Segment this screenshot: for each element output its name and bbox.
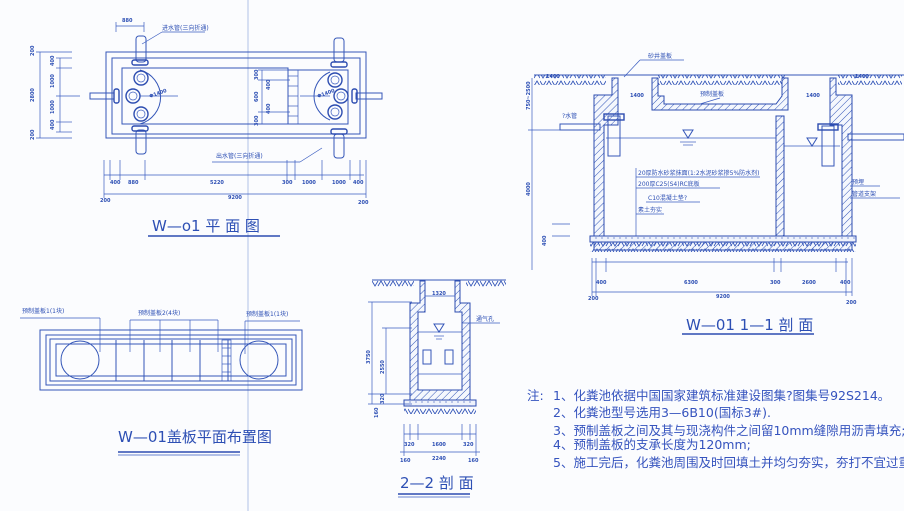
cover-plan: 预制盖板1(1块) 预制盖板2(4块) 预制盖板1(1块) W—01盖板平面布置… bbox=[20, 307, 303, 456]
s11-dim-0: 400 bbox=[596, 280, 607, 286]
plan-dim-bottom-5: 1000 bbox=[332, 180, 346, 186]
outlet-pipe-label: 出水管(三向折通) bbox=[216, 152, 263, 160]
dim-1400-right-top: 1400 bbox=[855, 74, 869, 80]
well-cover-label: 砂井盖板 bbox=[648, 52, 672, 60]
inlet-label-11: ?水管 bbox=[562, 112, 577, 120]
dim-1400-right: 1400 bbox=[806, 93, 820, 99]
plan-dim-bottom-0: 400 bbox=[110, 180, 121, 186]
layer-note-2: 200厚C25(S4)RC底板 bbox=[638, 180, 700, 188]
s11-dim-4: 400 bbox=[840, 280, 851, 286]
section-1-1: 砂井盖板 预制盖板 ?水管 1400 1400 1400 1400 20厚防水砂… bbox=[526, 52, 904, 335]
s22-total-2: 160 bbox=[468, 458, 479, 464]
s11-total-0: 200 bbox=[588, 296, 599, 302]
plan-dim-mid-4: 300 bbox=[254, 115, 260, 126]
plan-dim-total-0: 200 bbox=[100, 198, 111, 204]
pipe-support-label: 管道支架 bbox=[852, 190, 876, 198]
s11-dim-1: 6300 bbox=[684, 280, 698, 286]
notes-prefix: 注: bbox=[527, 388, 544, 403]
plan-dim-mid-2: 600 bbox=[254, 91, 260, 102]
s11-dim-3: 2600 bbox=[802, 280, 816, 286]
note-4: 4、预制盖板的支承长度为120mm; bbox=[553, 437, 751, 452]
plan-view: Φ1400 Φ1400 880 进水管(三向折通) bbox=[30, 18, 383, 237]
plan-dim-total-1: 9200 bbox=[228, 195, 242, 201]
note-5: 5、施工完后，化粪池周围及时回填土并均匀夯实，夯打不宜过重。 bbox=[553, 455, 904, 470]
s11-total-2: 200 bbox=[846, 300, 857, 306]
s22-dim-bottom-2: 320 bbox=[463, 442, 474, 448]
plan-dim-mid-1: 400 bbox=[266, 79, 272, 90]
plan-dim-total-2: 200 bbox=[358, 200, 369, 206]
circle-label-right: Φ1400 bbox=[317, 88, 337, 100]
plan-dim-left-6: 200 bbox=[30, 129, 36, 140]
cover-label-1: 预制盖板1(1块) bbox=[22, 307, 64, 315]
s22-dim-bottom-0: 320 bbox=[404, 442, 415, 448]
plan-dim-left-5: 400 bbox=[50, 119, 56, 130]
plan-dim-bottom-2: 5220 bbox=[210, 180, 224, 186]
dim-1400-left-top: 1400 bbox=[546, 74, 560, 80]
plan-dim-bottom-6: 400 bbox=[353, 180, 364, 186]
depth-dim: 750~2500 bbox=[526, 81, 532, 110]
inlet-pipe-label: 进水管(三向折通) bbox=[162, 24, 209, 32]
dim-1400-left: 1400 bbox=[630, 93, 644, 99]
plan-dim-left-2: 1000 bbox=[50, 74, 56, 88]
height-dim: 4000 bbox=[526, 182, 532, 196]
layer-note-3: C10混凝土垫? bbox=[648, 194, 687, 202]
s22-dim-left-0: 3750 bbox=[366, 350, 372, 364]
plan-dim-top: 880 bbox=[122, 18, 133, 24]
note-3: 3、预制盖板之间及其与现浇构件之间留10mm缝隙用沥青填充; bbox=[553, 423, 904, 438]
circle-label-left: Φ1400 bbox=[149, 88, 169, 100]
note-1: 1、化粪池依据中国国家建筑标准建设图集?图集号92S214。 bbox=[553, 388, 890, 403]
s11-dim-2: 300 bbox=[770, 280, 781, 286]
plan-dim-left-1: 400 bbox=[50, 55, 56, 66]
plan-dim-left-0: 200 bbox=[30, 45, 36, 56]
base-dim: 400 bbox=[542, 235, 548, 246]
vent-label: 通气孔 bbox=[476, 315, 494, 323]
s22-dim-top: 1320 bbox=[432, 291, 446, 297]
note-2: 2、化粪池型号选用3—6B10(国标3#). bbox=[553, 405, 771, 420]
section11-title: W—01 1—1 剖 面 bbox=[686, 316, 813, 334]
plan-dim-bottom-3: 300 bbox=[282, 180, 293, 186]
cover-label-2: 预制盖板2(4块) bbox=[138, 309, 180, 317]
plan-title: W—o1 平 面 图 bbox=[152, 217, 260, 235]
section-2-2: 1320 通气孔 3750 2550 320 160 320 1600 320 … bbox=[366, 279, 506, 498]
plan-dim-bottom-4: 1000 bbox=[302, 180, 316, 186]
s22-dim-left-3: 160 bbox=[374, 407, 380, 418]
s11-total-1: 9200 bbox=[716, 294, 730, 300]
plan-dim-bottom-1: 880 bbox=[128, 180, 139, 186]
layer-note-1: 20厚防水砂浆抹面(1:2水泥砂浆掺5%防水剂) bbox=[638, 169, 760, 177]
plan-dim-mid-3: 400 bbox=[266, 103, 272, 114]
plan-dim-left-4: 1000 bbox=[50, 100, 56, 114]
precast-slab-label: 预制盖板 bbox=[700, 90, 724, 98]
s22-dim-bottom-1: 1600 bbox=[432, 442, 446, 448]
embed-label: 预埋 bbox=[852, 178, 864, 186]
s22-total-1: 2240 bbox=[432, 456, 446, 462]
plan-dim-mid-0: 300 bbox=[254, 69, 260, 80]
s22-total-0: 160 bbox=[400, 458, 411, 464]
section22-title: 2—2 剖 面 bbox=[400, 474, 474, 492]
plan-dim-left-3: 2800 bbox=[30, 88, 36, 102]
cover-plan-title: W—01盖板平面布置图 bbox=[118, 428, 272, 446]
layer-note-4: 素土夯实 bbox=[638, 206, 662, 214]
notes-block: 注: 1、化粪池依据中国国家建筑标准建设图集?图集号92S214。 2、化粪池型… bbox=[527, 388, 904, 470]
cover-label-3: 预制盖板1(1块) bbox=[246, 310, 288, 318]
s22-dim-left-1: 2550 bbox=[380, 360, 386, 374]
s22-dim-left-2: 320 bbox=[380, 393, 386, 404]
